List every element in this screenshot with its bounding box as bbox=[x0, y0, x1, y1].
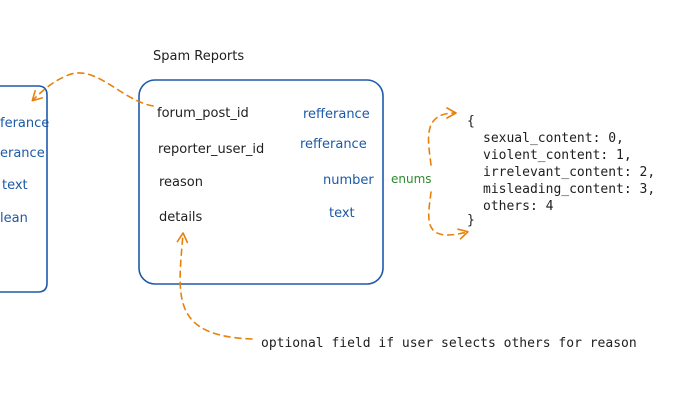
enum-close-brace: } bbox=[467, 213, 475, 228]
field-name: details bbox=[159, 210, 203, 225]
field-type: refferance bbox=[303, 107, 370, 122]
field-name: forum_post_id bbox=[157, 106, 249, 121]
field-type: refferance bbox=[300, 137, 367, 152]
note-arrow bbox=[176, 232, 253, 340]
enum-line: irrelevant_content: 2, bbox=[483, 165, 655, 180]
enum-arrow-top bbox=[427, 107, 457, 166]
field-type: number bbox=[323, 173, 374, 188]
optional-field-note: optional field if user selects others fo… bbox=[261, 336, 637, 351]
table-title: Spam Reports bbox=[153, 49, 244, 64]
left-table-type: lean bbox=[0, 211, 28, 226]
left-table-type: ferance bbox=[0, 116, 49, 131]
field-name: reason bbox=[159, 175, 203, 190]
enums-label: enums bbox=[391, 172, 432, 186]
enum-line: violent_content: 1, bbox=[483, 148, 632, 163]
enum-open-brace: { bbox=[467, 114, 475, 129]
enum-line: others: 4 bbox=[483, 199, 554, 214]
enum-line: sexual_content: 0, bbox=[483, 131, 624, 146]
spam-reports-table-box bbox=[138, 79, 384, 285]
left-table-type: text bbox=[2, 178, 28, 193]
reference-arrow bbox=[31, 72, 154, 107]
enum-arrow-bottom bbox=[428, 191, 469, 240]
left-table-box bbox=[0, 85, 48, 293]
field-name: reporter_user_id bbox=[158, 142, 264, 157]
field-type: text bbox=[329, 206, 355, 221]
left-table-type: erance bbox=[0, 146, 45, 161]
enum-line: misleading_content: 3, bbox=[483, 182, 655, 197]
